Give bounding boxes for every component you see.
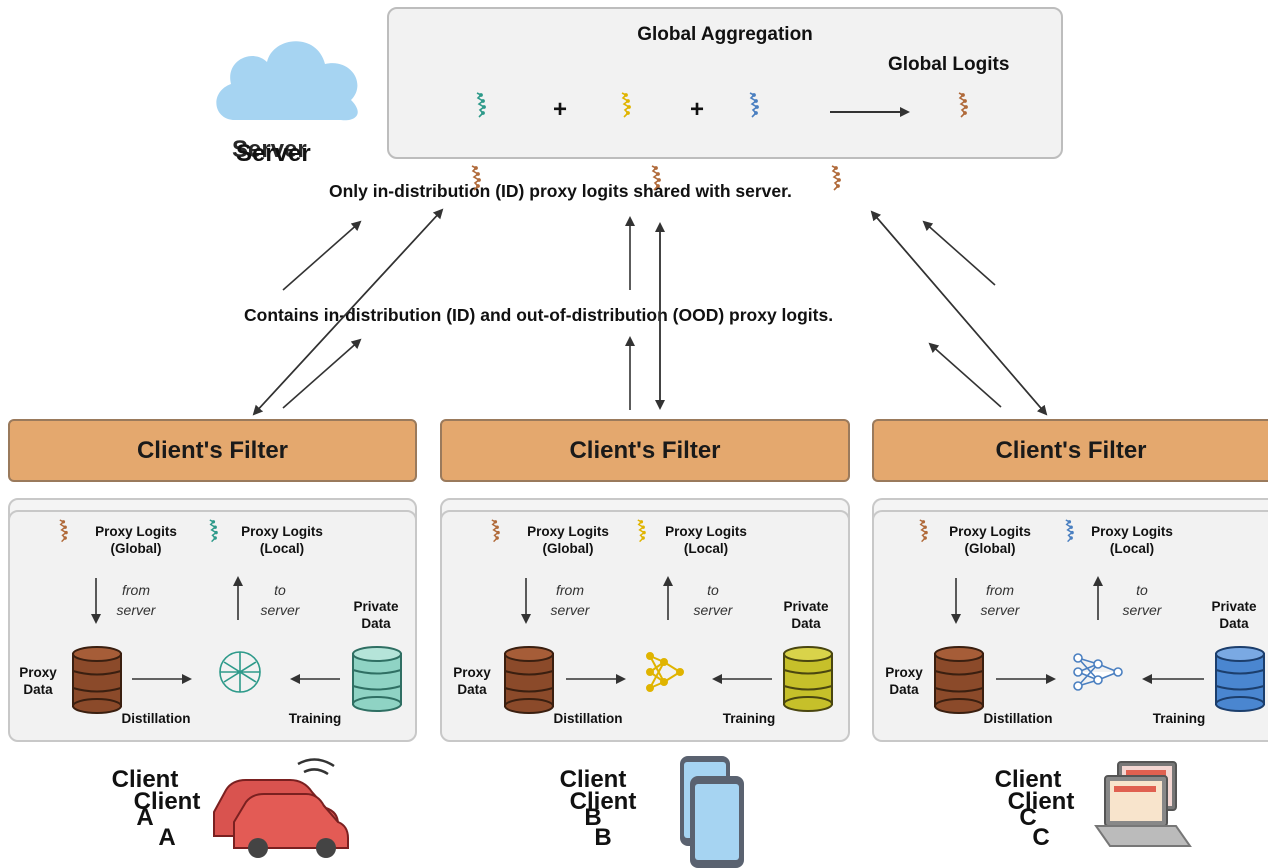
global-aggregation-title: Global Aggregation (637, 24, 813, 45)
training-label: Training (1152, 711, 1206, 726)
client-c-logits-icon (749, 92, 760, 118)
client-a-panel-graphics (59, 519, 402, 714)
local-logits-icon (209, 519, 219, 543)
private-database-icon (783, 646, 833, 712)
proxy-logits-global: Proxy Logits (Global) (527, 524, 609, 556)
cloud-icon (216, 41, 358, 121)
client-b-letter: B (594, 824, 612, 851)
local-logits-icon (637, 519, 647, 543)
global-logits-label: Global Logits (888, 54, 1010, 75)
private-data-label: Private Data (1211, 599, 1257, 631)
client-a-letter: A (136, 804, 154, 831)
proxy-data-label: Proxy Data (885, 665, 923, 697)
proxy-logits-local: Proxy Logits (Local) (241, 524, 323, 556)
from-server-label: from server (550, 582, 590, 618)
id-ood-logits-message: Contains in-distribution (ID) and out-of… (244, 305, 834, 325)
proxy-logits-local: Proxy Logits (Local) (665, 524, 747, 556)
local-logits-icon (1065, 519, 1075, 543)
arrow-up (928, 342, 1002, 408)
proxy-logits-local: Proxy Logits (Local) (1091, 524, 1173, 556)
client-b-letter: B (584, 804, 602, 831)
arrow-bidirectional (253, 208, 444, 415)
client-b-logits-icon (621, 92, 632, 118)
client-c-panel-graphics (919, 519, 1265, 714)
private-database-icon (1215, 646, 1265, 712)
to-server-label: to server (693, 582, 733, 618)
plus-sign: + (690, 96, 705, 123)
arrow-up (922, 220, 996, 286)
phone-icon (680, 756, 744, 868)
proxy-logits-global: Proxy Logits (Global) (949, 524, 1031, 556)
server-label-shadow: Server (232, 136, 307, 163)
proxy-data-label: Proxy Data (453, 665, 491, 697)
arrow-up (282, 338, 362, 409)
client-panel-c (872, 510, 1268, 742)
client-filter-a: Client's Filter (8, 419, 417, 482)
car-icon (213, 758, 349, 858)
from-server-label: from server (116, 582, 156, 618)
global-logits-icon (491, 519, 501, 543)
neural-network-icon (1073, 653, 1123, 691)
id-logits-message: Only in-distribution (ID) proxy logits s… (329, 181, 792, 201)
plus-sign: + (553, 96, 568, 123)
global-logits-icon (471, 165, 482, 191)
client-c-letter: C (1019, 804, 1037, 831)
neural-network-icon (219, 651, 261, 693)
global-aggregation-box (387, 7, 1063, 159)
client-c-letter: C (1032, 824, 1050, 851)
distillation-label: Distillation (983, 711, 1053, 726)
laptop-icon (1094, 761, 1192, 847)
server-label: Server (236, 140, 311, 167)
global-logits-icon (958, 92, 969, 118)
private-database-icon (352, 646, 402, 712)
proxy-database-icon (504, 646, 554, 714)
global-logits-icon (59, 519, 69, 543)
client-b-label: Client (569, 788, 637, 815)
arrow-bidirectional (870, 210, 1047, 415)
client-c-label: Client (1007, 788, 1075, 815)
client-c-label: Client (994, 766, 1062, 793)
proxy-data-label: Proxy Data (19, 665, 57, 697)
to-server-label: to server (260, 582, 300, 618)
from-server-label: from server (980, 582, 1020, 618)
training-label: Training (722, 711, 776, 726)
client-filter-c: Client's Filter (872, 419, 1268, 482)
private-data-label: Private Data (353, 599, 399, 631)
global-logits-icon (919, 519, 929, 543)
arrow-up (282, 220, 362, 291)
distillation-label: Distillation (553, 711, 623, 726)
training-label: Training (288, 711, 342, 726)
global-logits-icon (651, 165, 662, 191)
client-a-label: Client (133, 788, 201, 815)
client-a-label: Client (111, 766, 179, 793)
proxy-database-icon (934, 646, 984, 714)
client-filter-b: Client's Filter (440, 419, 850, 482)
to-server-label: to server (1122, 582, 1162, 618)
client-b-label: Client (559, 766, 627, 793)
client-a-letter: A (158, 824, 176, 851)
neural-network-icon (646, 652, 684, 692)
proxy-logits-global: Proxy Logits (Global) (95, 524, 177, 556)
proxy-database-icon (72, 646, 122, 714)
client-a-logits-icon (476, 92, 487, 118)
client-b-panel-graphics (491, 519, 833, 714)
private-data-label: Private Data (783, 599, 829, 631)
distillation-label: Distillation (121, 711, 191, 726)
global-logits-icon (831, 165, 842, 191)
